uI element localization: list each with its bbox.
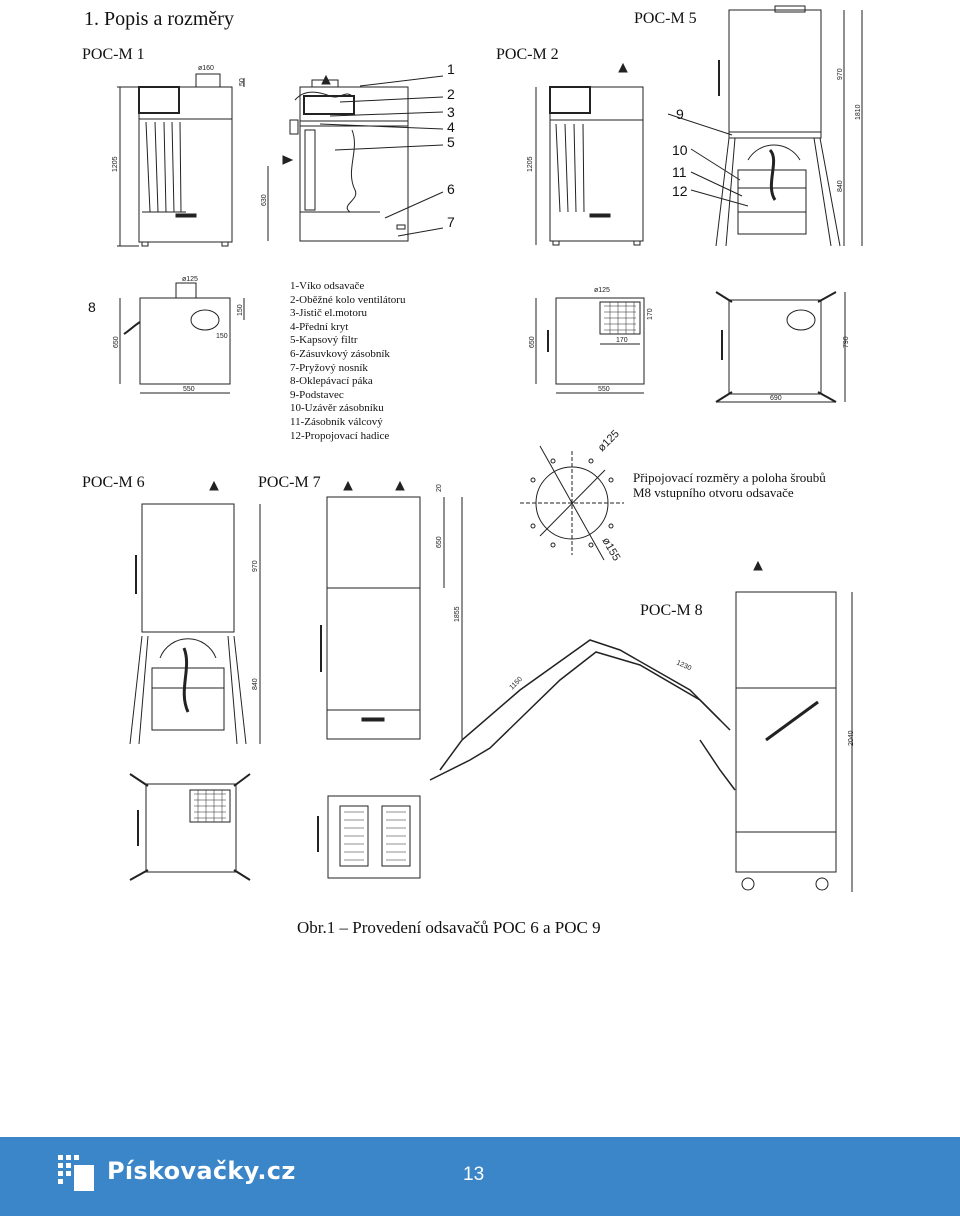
legend-item: 2-Oběžné kolo ventilátoru — [290, 293, 406, 306]
poc-m6-front — [129, 480, 261, 745]
section-title: 1. Popis a rozměry — [84, 8, 234, 30]
poc-m2-plan-view — [535, 297, 645, 394]
legend-item: 1-Víko odsavače — [290, 280, 365, 292]
legend-item: 6-Zásuvkový zásobník — [290, 347, 390, 360]
legend-item: 9-Podstavec — [290, 388, 344, 401]
dim-label: 1205 — [527, 156, 534, 172]
poc-m1-detail-section — [267, 74, 444, 242]
part-number-4: 4 — [447, 119, 455, 135]
brand-name: Pískovačky.cz — [107, 1157, 296, 1185]
poc-m1-side-section — [117, 73, 245, 247]
dim-label: 150 — [216, 333, 228, 340]
dim-label: 970 — [252, 560, 259, 572]
legend-item: 5-Kapsový filtr — [290, 334, 358, 347]
dim-label: 650 — [529, 336, 536, 348]
dim-label: 50 — [239, 78, 246, 86]
poc-m1-plan-view — [119, 282, 245, 394]
model-label-poc-m8: POC-M 8 — [640, 602, 703, 619]
dim-label: 1810 — [855, 104, 862, 120]
part-number-5: 5 — [447, 134, 455, 150]
dim-label: 690 — [770, 395, 782, 402]
dim-label: 1205 — [112, 156, 119, 172]
dim-label: 170 — [616, 337, 628, 344]
part-number-12: 12 — [672, 183, 688, 199]
dim-label: 2040 — [848, 730, 855, 746]
dim-label: 150 — [237, 304, 244, 316]
part-number-11: 11 — [672, 164, 687, 180]
dim-label: 840 — [837, 180, 844, 192]
model-label-poc-m2: POC-M 2 — [496, 46, 559, 63]
dim-label: 1230 — [675, 659, 692, 672]
model-label-poc-m1: POC-M 1 — [82, 46, 145, 63]
part-number-7: 7 — [447, 214, 455, 230]
figure-caption: Obr.1 – Provedení odsavačů POC 6 a POC 9 — [297, 918, 601, 937]
part-number-8: 8 — [88, 299, 96, 315]
dim-label: ø125 — [596, 428, 622, 454]
poc-m5-plan-view — [715, 291, 846, 403]
dim-label: 650 — [113, 336, 120, 348]
part-number-3: 3 — [447, 104, 455, 120]
dim-label: ø125 — [182, 276, 198, 283]
dim-label: ø125 — [594, 287, 610, 294]
dim-label: ø160 — [198, 65, 214, 72]
dim-label: 20 — [436, 484, 443, 492]
poc-m7-front — [320, 480, 463, 740]
dimension-labels: ø160 50 1205 630 1205 970 1810 840 ø125 … — [112, 65, 862, 746]
brand-logo-icon — [58, 1155, 94, 1191]
footer-bar — [0, 1137, 960, 1216]
poc-m7-plan-view — [317, 795, 421, 879]
part-number-2: 2 — [447, 86, 455, 102]
legend-item: 12-Propojovací hadice — [290, 429, 390, 442]
legend-item: 10-Uzávěr zásobníku — [290, 402, 384, 415]
dim-label: ø155 — [599, 536, 622, 564]
poc-m5-front — [667, 5, 863, 247]
legend-item: 7-Pryžový nosník — [290, 361, 368, 374]
part-number-6: 6 — [447, 181, 455, 197]
dim-label: 630 — [261, 194, 268, 206]
model-label-poc-m5: POC-M 5 — [634, 10, 697, 27]
dim-label: 840 — [252, 678, 259, 690]
dim-label: 790 — [843, 336, 850, 348]
part-number-1: 1 — [447, 61, 455, 77]
part-number-9: 9 — [676, 106, 684, 122]
poc-m6-plan-view — [129, 773, 251, 881]
legend-item: 8-Oklepávací páka — [290, 375, 373, 388]
dim-label: 1855 — [454, 606, 461, 622]
dim-label: 550 — [183, 386, 195, 393]
model-label-poc-m7: POC-M 7 — [258, 474, 321, 491]
poc-m8-with-hose — [429, 560, 853, 892]
parts-legend: 1-Víko odsavače 2-Oběžné kolo ventilátor… — [290, 280, 405, 443]
model-label-poc-m6: POC-M 6 — [82, 474, 145, 491]
legend-item: 4-Přední kryt — [290, 320, 349, 333]
page-number: 13 — [463, 1164, 485, 1185]
flange-detail — [520, 445, 624, 561]
part-number-10: 10 — [672, 142, 688, 158]
legend-item: 11-Zásobník válcový — [290, 415, 383, 428]
dim-label: 970 — [837, 68, 844, 80]
dim-label: 650 — [436, 536, 443, 548]
legend-item: 3-Jistič el.motoru — [290, 307, 367, 320]
poc-m2-side — [535, 62, 644, 246]
dim-label: 170 — [647, 308, 654, 320]
flange-caption: Připojovací rozměry a poloha šroubů M8 v… — [633, 470, 826, 500]
dim-label: 550 — [598, 386, 610, 393]
